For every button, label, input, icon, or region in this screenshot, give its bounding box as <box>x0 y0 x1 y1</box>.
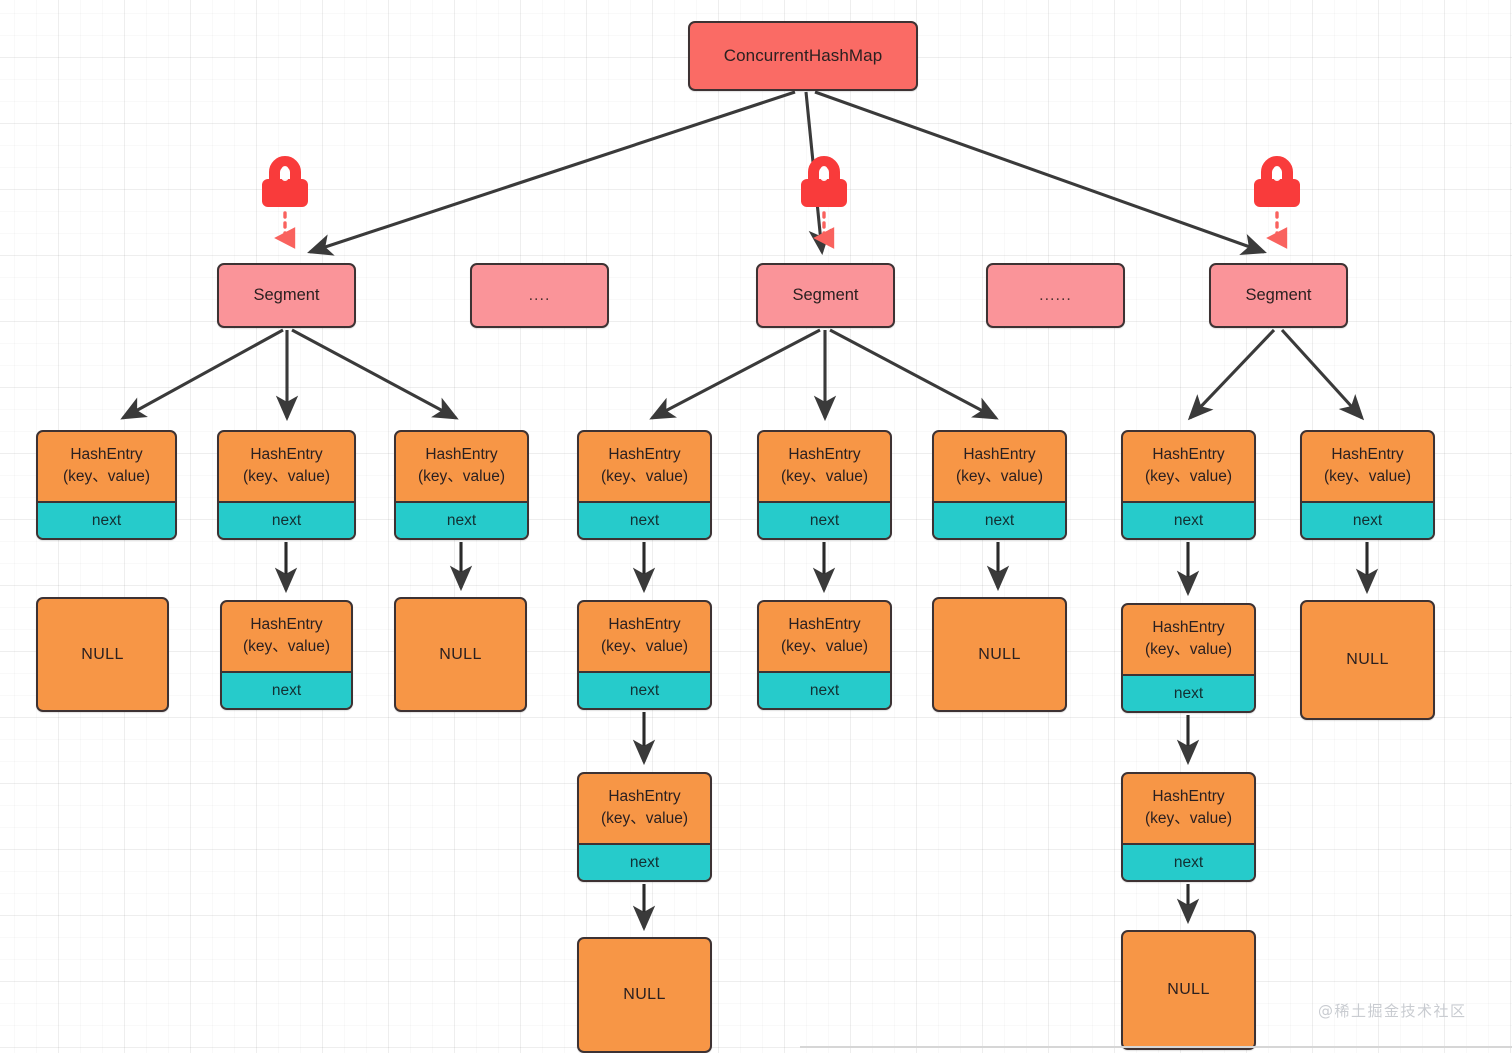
hashentry-header: HashEntry (key、value) <box>396 432 527 501</box>
node-null: NULL <box>1300 600 1435 720</box>
node-hashentry: HashEntry (key、value) next <box>36 430 177 540</box>
hashentry-title: HashEntry <box>250 446 323 463</box>
hashentry-title: HashEntry <box>1331 446 1404 463</box>
hashentry-header: HashEntry (key、value) <box>579 602 710 671</box>
hashentry-kv: (key、value) <box>1145 810 1232 827</box>
node-null: NULL <box>932 597 1067 712</box>
hashentry-kv: (key、value) <box>1145 641 1232 658</box>
edge-root-segment-1 <box>307 90 796 256</box>
hashentry-kv: (key、value) <box>63 468 150 485</box>
node-hashentry: HashEntry (key、value) next <box>577 600 712 710</box>
hashentry-next-field: next <box>579 671 710 708</box>
edge-seg1-chain3 <box>291 328 459 420</box>
hashentry-kv: (key、value) <box>243 468 330 485</box>
hashentry-next-field: next <box>1123 501 1254 538</box>
node-null: NULL <box>36 597 169 712</box>
edge-seg2-chain6 <box>829 328 999 420</box>
bottom-divider <box>800 1046 1512 1048</box>
node-hashentry: HashEntry (key、value) next <box>1121 603 1256 713</box>
node-segment-dots-1: .... <box>470 263 609 328</box>
hashentry-kv: (key、value) <box>781 638 868 655</box>
node-null: NULL <box>577 937 712 1053</box>
edge-seg2-chain4 <box>649 328 821 420</box>
edge-seg1-chain1 <box>120 328 284 420</box>
hashentry-next-field: next <box>38 501 175 538</box>
node-hashentry: HashEntry (key、value) next <box>217 430 356 540</box>
hashentry-title: HashEntry <box>1152 446 1225 463</box>
hashentry-header: HashEntry (key、value) <box>759 602 890 671</box>
node-hashentry: HashEntry (key、value) next <box>932 430 1067 540</box>
node-null: NULL <box>1121 930 1256 1050</box>
node-hashentry: HashEntry (key、value) next <box>1121 772 1256 882</box>
hashentry-next-field: next <box>759 501 890 538</box>
hashentry-title: HashEntry <box>70 446 143 463</box>
hashentry-header: HashEntry (key、value) <box>579 432 710 501</box>
hashentry-header: HashEntry (key、value) <box>1302 432 1433 501</box>
padlock-icon <box>797 155 851 213</box>
node-hashentry: HashEntry (key、value) next <box>757 430 892 540</box>
hashentry-title: HashEntry <box>608 616 681 633</box>
hashentry-title: HashEntry <box>608 788 681 805</box>
root-to-segment-edges <box>307 90 1267 256</box>
hashentry-title: HashEntry <box>1152 619 1225 636</box>
edge-seg3-chain7 <box>1187 328 1276 421</box>
edge-seg3-chain8 <box>1280 328 1365 421</box>
node-hashentry: HashEntry (key、value) next <box>220 600 353 710</box>
node-concurrenthashmap: ConcurrentHashMap <box>688 21 918 91</box>
hashentry-next-field: next <box>1123 843 1254 880</box>
hashentry-kv: (key、value) <box>243 638 330 655</box>
hashentry-kv: (key、value) <box>781 468 868 485</box>
hashentry-header: HashEntry (key、value) <box>222 602 351 671</box>
hashentry-next-field: next <box>579 843 710 880</box>
hashentry-next-field: next <box>1302 501 1433 538</box>
hashentry-header: HashEntry (key、value) <box>934 432 1065 501</box>
node-segment-2: Segment <box>756 263 895 328</box>
hashentry-title: HashEntry <box>250 616 323 633</box>
edge-root-segment-3 <box>814 90 1267 256</box>
watermark: @稀土掘金技术社区 <box>1318 1002 1467 1020</box>
hashentry-kv: (key、value) <box>1324 468 1411 485</box>
hashentry-kv: (key、value) <box>601 468 688 485</box>
hashentry-header: HashEntry (key、value) <box>1123 432 1254 501</box>
node-segment-3: Segment <box>1209 263 1348 328</box>
hashentry-header: HashEntry (key、value) <box>1123 605 1254 674</box>
node-segment-1: Segment <box>217 263 356 328</box>
node-null: NULL <box>394 597 527 712</box>
hashentry-next-field: next <box>396 501 527 538</box>
hashentry-kv: (key、value) <box>1145 468 1232 485</box>
hashentry-kv: (key、value) <box>418 468 505 485</box>
hashentry-header: HashEntry (key、value) <box>1123 774 1254 843</box>
hashentry-next-field: next <box>579 501 710 538</box>
node-hashentry: HashEntry (key、value) next <box>577 430 712 540</box>
hashentry-title: HashEntry <box>608 446 681 463</box>
hashentry-title: HashEntry <box>1152 788 1225 805</box>
hashentry-kv: (key、value) <box>601 810 688 827</box>
padlock-icon <box>258 155 312 213</box>
lock-arrows <box>274 211 1288 249</box>
hashentry-next-field: next <box>222 671 351 708</box>
node-hashentry: HashEntry (key、value) next <box>577 772 712 882</box>
node-hashentry: HashEntry (key、value) next <box>1121 430 1256 540</box>
hashentry-next-field: next <box>219 501 354 538</box>
segment-to-entry-edges <box>120 328 1365 422</box>
hashentry-title: HashEntry <box>788 616 861 633</box>
hashentry-header: HashEntry (key、value) <box>579 774 710 843</box>
node-hashentry: HashEntry (key、value) next <box>394 430 529 540</box>
hashentry-next-field: next <box>1123 674 1254 711</box>
hashentry-title: HashEntry <box>963 446 1036 463</box>
hashentry-kv: (key、value) <box>956 468 1043 485</box>
hashentry-header: HashEntry (key、value) <box>759 432 890 501</box>
hashentry-kv: (key、value) <box>601 638 688 655</box>
node-hashentry: HashEntry (key、value) next <box>757 600 892 710</box>
padlock-icon <box>1250 155 1304 213</box>
hashentry-header: HashEntry (key、value) <box>219 432 354 501</box>
hashentry-title: HashEntry <box>788 446 861 463</box>
hashentry-title: HashEntry <box>425 446 498 463</box>
node-segment-dots-2: ...... <box>986 263 1125 328</box>
hashentry-header: HashEntry (key、value) <box>38 432 175 501</box>
hashentry-next-field: next <box>759 671 890 708</box>
node-hashentry: HashEntry (key、value) next <box>1300 430 1435 540</box>
hashentry-next-field: next <box>934 501 1065 538</box>
